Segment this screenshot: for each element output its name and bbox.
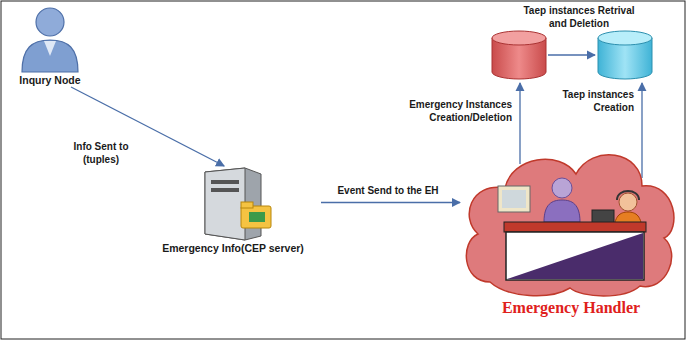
person-node: Inqury Node — [8, 4, 92, 87]
server-graphic — [145, 166, 321, 242]
help-desk-illustration — [498, 178, 646, 280]
creation-arrow — [641, 83, 642, 178]
cloud-graphic — [460, 136, 682, 298]
retrieval-arrow — [548, 54, 595, 55]
edge-label: Info Sent to (tuples) — [58, 140, 144, 166]
node-label: Inqury Node — [8, 74, 92, 87]
person-graphic — [8, 4, 92, 74]
flow-label: Taep instances Retrival and Deletion — [522, 4, 636, 30]
server-node: Emergency Info(CEP server) — [145, 166, 321, 255]
creation-arrow — [519, 83, 520, 164]
node-label: Emergency Handler — [460, 298, 682, 318]
edge-label: Event Send to the EH — [322, 184, 454, 197]
cloud-node: Emergency Handler — [460, 136, 682, 318]
cloud-outline — [466, 155, 674, 296]
person-icon — [22, 8, 78, 72]
flow-label: Emergency Instances Creation/Deletion — [396, 98, 512, 124]
flow-arrow — [321, 202, 460, 203]
cyan-database — [598, 31, 652, 79]
red-database — [492, 31, 546, 79]
node-label: Emergency Info(CEP server) — [145, 242, 321, 255]
flow-label: Taep instances Creation — [550, 88, 634, 114]
server-icon — [205, 168, 271, 240]
